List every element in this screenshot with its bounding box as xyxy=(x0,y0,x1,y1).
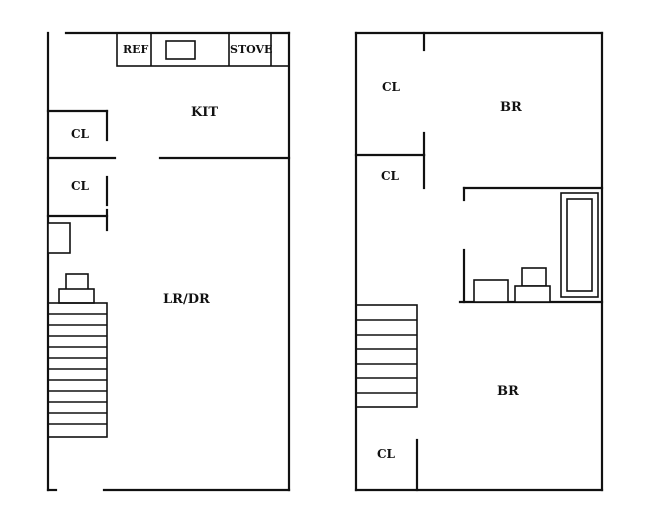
stove-label: STOVE xyxy=(230,43,272,56)
kitchen-label: KIT xyxy=(191,105,218,120)
bedroom-label: BR xyxy=(500,100,522,115)
first-floor-staircase xyxy=(47,302,108,438)
bedroom-label: BR xyxy=(497,384,519,399)
closet-label: CL xyxy=(71,127,90,141)
kitchen-counter xyxy=(116,32,290,67)
ref-label: REF xyxy=(123,43,149,56)
vanity xyxy=(473,279,509,303)
closet-label: CL xyxy=(71,179,90,193)
bathtub-basin xyxy=(566,198,593,292)
toilet xyxy=(514,285,551,303)
toilet-tank xyxy=(521,267,547,287)
second-floor: CL BR CL BR CL xyxy=(354,31,604,492)
second-floor-staircase xyxy=(355,304,418,408)
first-floor: REF STOVE KIT CL CL LR/DR xyxy=(46,31,291,492)
living-dining-label: LR/DR xyxy=(163,292,210,307)
water-heater xyxy=(47,222,71,254)
stair-landing xyxy=(65,273,89,291)
closet-label: CL xyxy=(381,169,400,183)
stair-landing xyxy=(58,288,95,304)
kitchen-sink xyxy=(165,40,196,60)
closet-label: CL xyxy=(377,447,396,461)
closet-label: CL xyxy=(382,80,401,94)
